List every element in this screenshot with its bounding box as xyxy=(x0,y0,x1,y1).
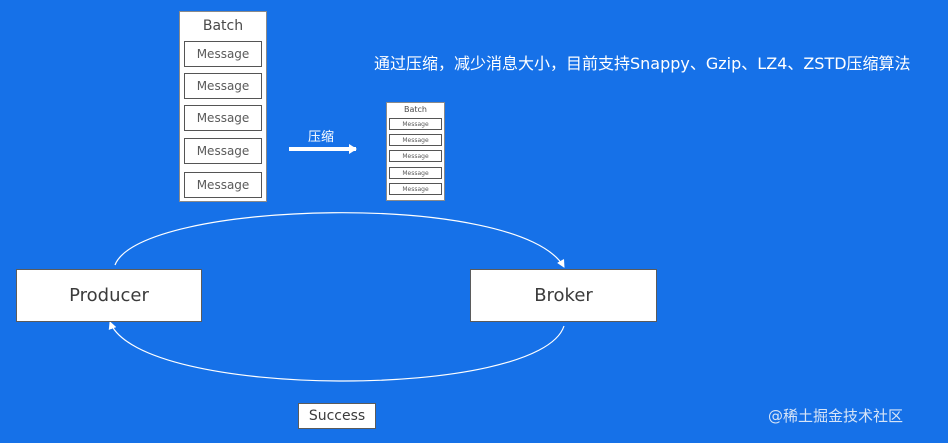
message-box: Message xyxy=(184,138,262,164)
batch-uncompressed: Batch Message Message Message Message Me… xyxy=(179,11,267,202)
message-box: Message xyxy=(184,172,262,198)
success-badge: Success xyxy=(298,403,376,429)
batch-title: Batch xyxy=(404,105,427,114)
watermark: @稀土掘金技术社区 xyxy=(768,407,904,425)
message-box: Message xyxy=(184,105,262,131)
producer-label: Producer xyxy=(69,285,149,306)
success-label: Success xyxy=(308,408,366,424)
producer-node: Producer xyxy=(16,269,202,322)
broker-node: Broker xyxy=(470,269,657,322)
ack-arc xyxy=(108,321,565,382)
batch-compressed: Batch Message Message Message Message Me… xyxy=(386,102,445,201)
message-box: Message xyxy=(389,150,442,162)
message-box: Message xyxy=(184,73,262,99)
message-box: Message xyxy=(389,134,442,146)
compression-headline: 通过压缩，减少消息大小，目前支持Snappy、Gzip、LZ4、ZSTD压缩算法 xyxy=(374,54,911,73)
batch-title: Batch xyxy=(202,18,244,34)
message-box: Message xyxy=(389,118,442,130)
send-arc xyxy=(114,212,565,268)
message-box: Message xyxy=(389,167,442,179)
message-box: Message xyxy=(389,183,442,195)
broker-label: Broker xyxy=(534,285,593,306)
compress-label: 压缩 xyxy=(308,130,335,145)
message-box: Message xyxy=(184,41,262,67)
